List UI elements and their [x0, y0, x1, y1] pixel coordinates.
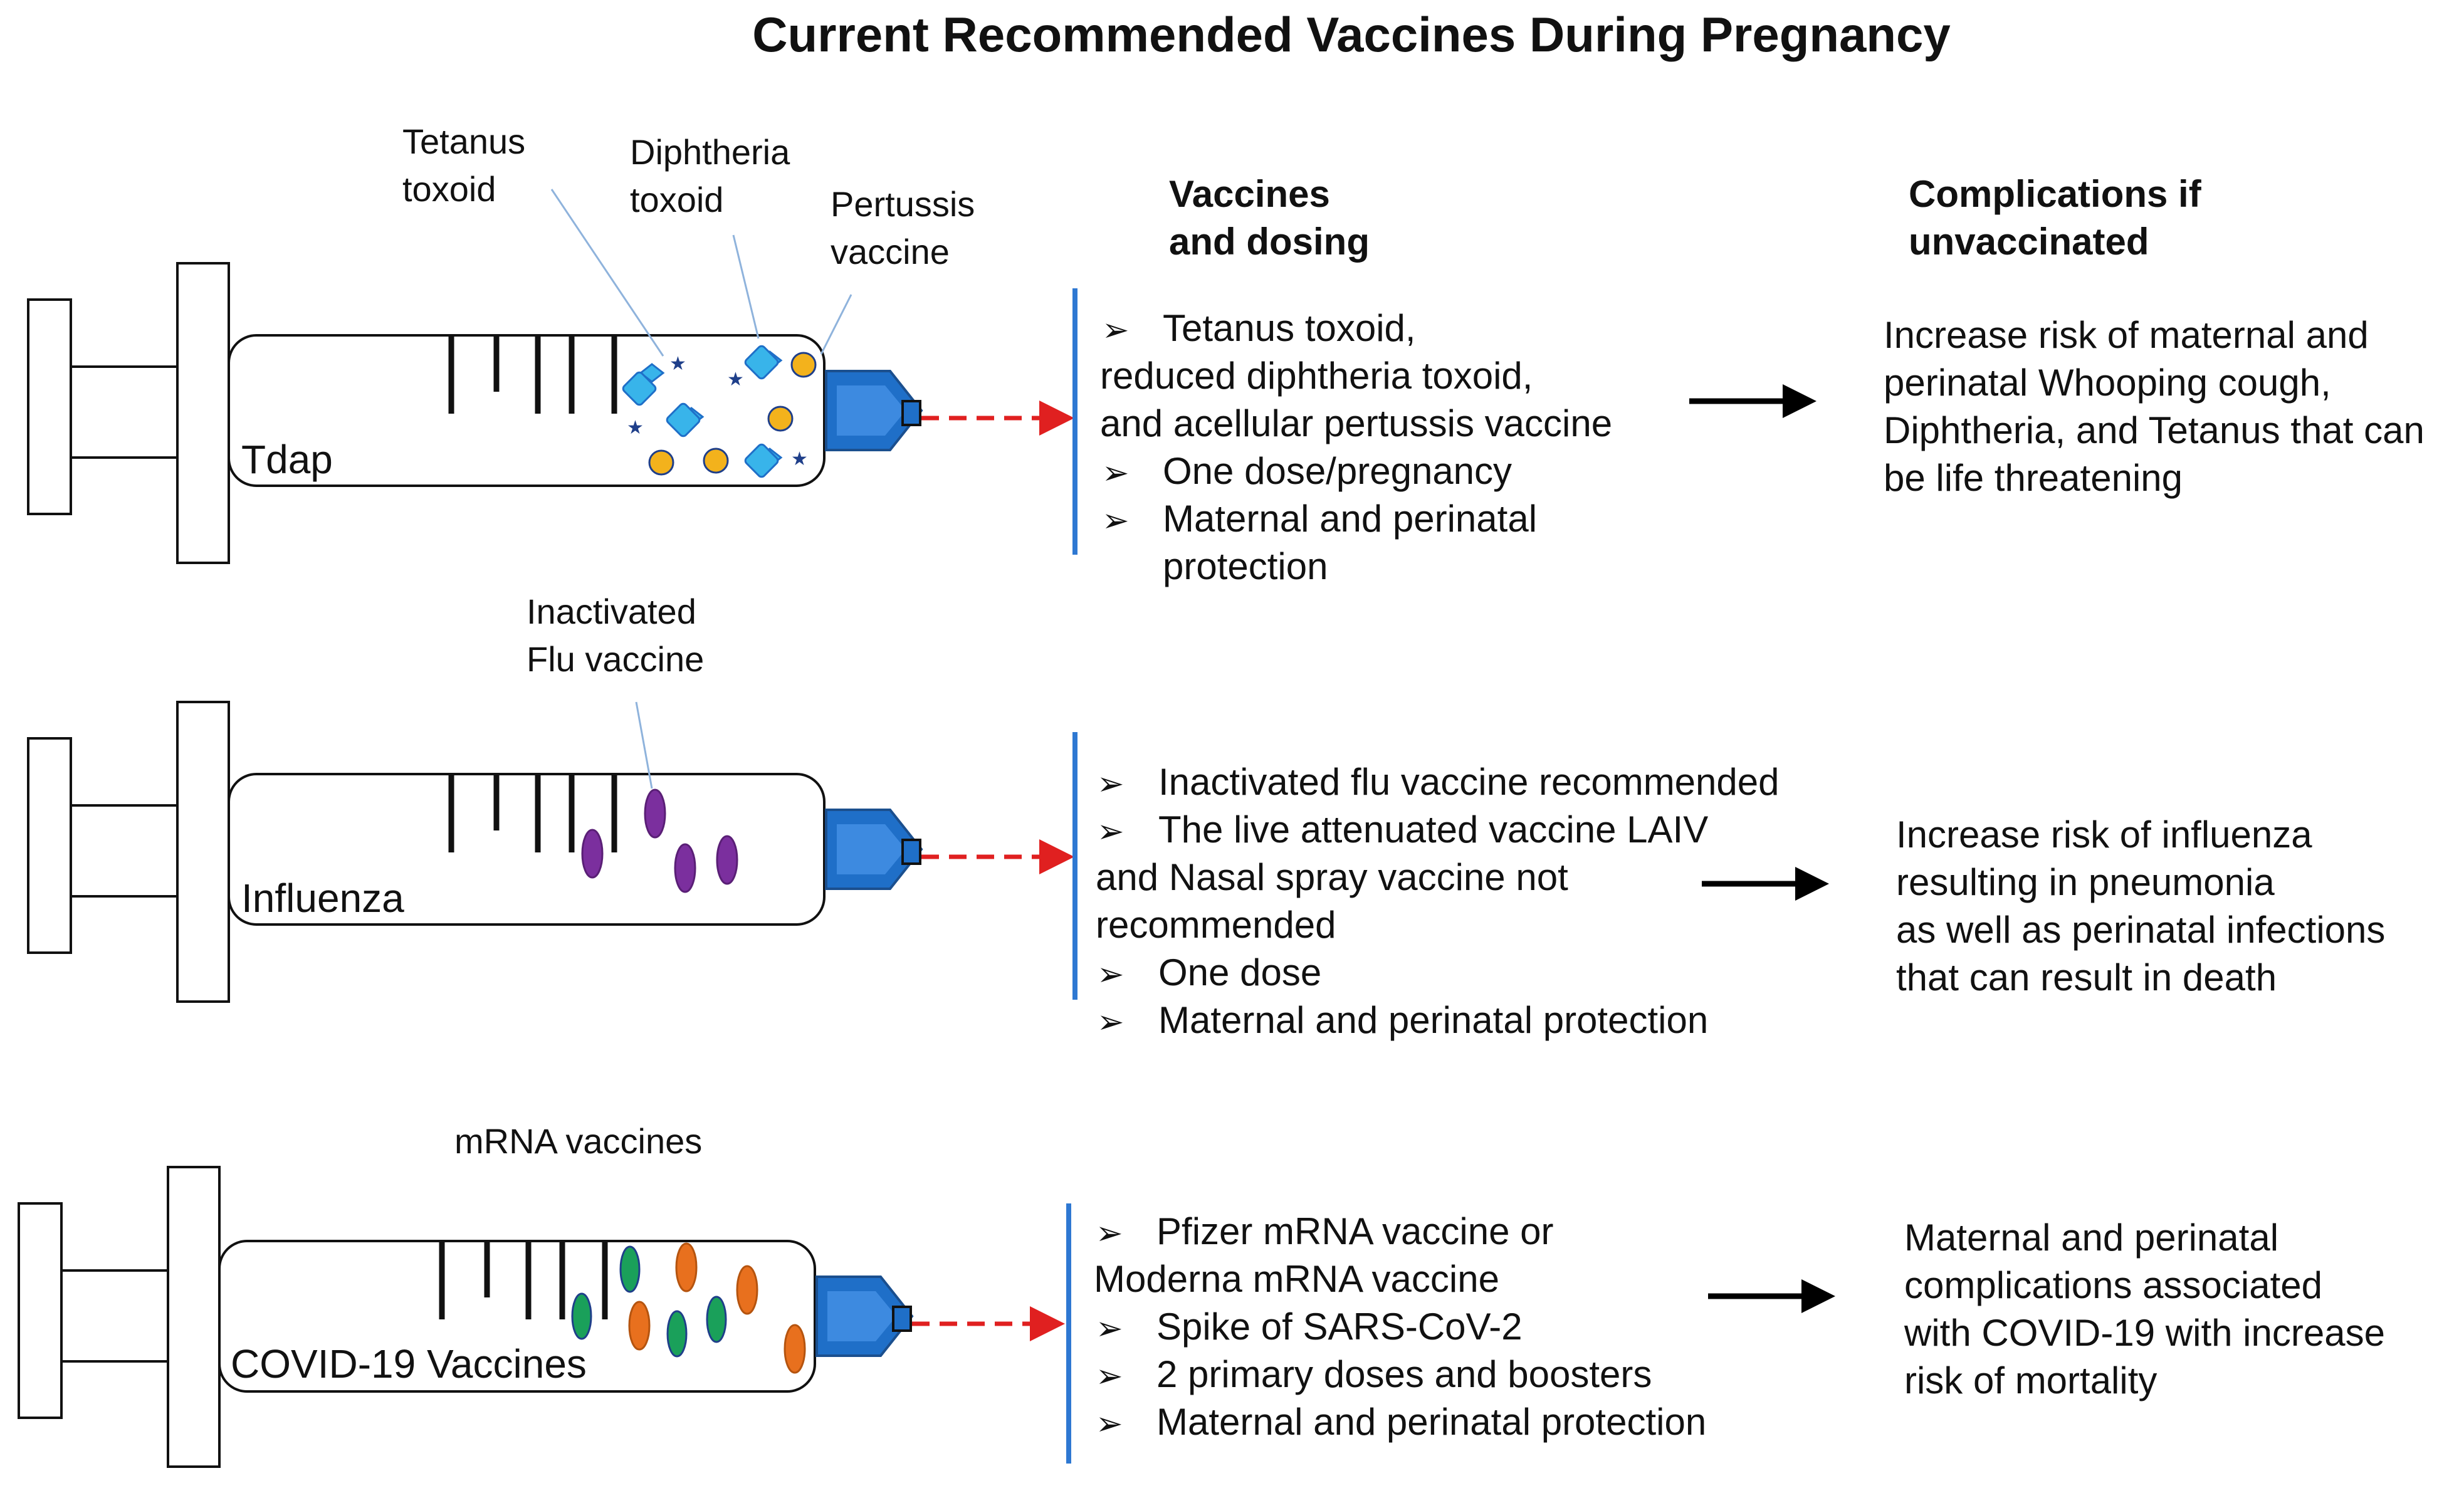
vaccines-header-line-2: and dosing [1169, 221, 1370, 263]
diphtheria-toxoid-icons [622, 345, 783, 478]
bullet: ➢ [1097, 766, 1125, 802]
inactivated-flu-label: Inactivated Flu vaccine [527, 592, 706, 679]
bullet: ➢ [1096, 1311, 1123, 1347]
pertussis-vaccine-label: Pertussis vaccine [831, 184, 985, 271]
tdap-dosing-line-6: protection [1163, 545, 1328, 587]
tdap-dosing-line-4: One dose/pregnancy [1163, 450, 1512, 492]
svg-text:complications associated: complications associated [1904, 1264, 2322, 1306]
svg-text:risk of mortality: risk of mortality [1904, 1359, 2157, 1401]
mrna-green-icons [571, 1245, 727, 1358]
bullet: ➢ [1096, 1358, 1123, 1395]
svg-text:★: ★ [669, 354, 686, 374]
tdap-syringe-label: Tdap [241, 437, 333, 482]
complications-header: Complications if unvaccinated [1909, 173, 2211, 263]
tdap-dosing-line-5: Maternal and perinatal [1163, 498, 1537, 540]
tdap-callout-lines [550, 189, 852, 357]
svg-text:Diphtheria, and Tetanus that c: Diphtheria, and Tetanus that can [1884, 409, 2425, 451]
bullet: ➢ [1102, 503, 1130, 539]
complications-header-line-1: Complications if [1909, 173, 2202, 215]
diphtheria-toxoid-label: Diphtheria toxoid [630, 132, 800, 219]
bullet: ➢ [1102, 455, 1130, 491]
covid-dosing-line-2: Moderna mRNA vaccine [1094, 1258, 1499, 1300]
mrna-orange-icons [628, 1242, 806, 1374]
svg-text:★: ★ [727, 369, 744, 390]
tdap-dosing-line-2: reduced diphtheria toxoid, [1100, 355, 1533, 397]
covid-complications: Maternal and perinatal complications ass… [1904, 1217, 2385, 1401]
flu-vaccine-icons [581, 788, 738, 893]
covid-syringe-icon [18, 1166, 1065, 1468]
tdap-dosing-line-1: Tetanus toxoid, [1163, 307, 1416, 349]
svg-text:Maternal and perinatal: Maternal and perinatal [1904, 1217, 2278, 1259]
influenza-complications: Increase risk of influenza resulting in … [1896, 814, 2385, 998]
tdap-row: Tdap ★ ★ ★ ★ [27, 122, 2425, 587]
flu-dosing-line-4: recommended [1096, 904, 1336, 946]
influenza-syringe-label: Influenza [241, 876, 404, 921]
svg-text:be life threatening: be life threatening [1884, 457, 2183, 499]
influenza-syringe-icon [27, 701, 1074, 1003]
svg-text:as well as perinatal infection: as well as perinatal infections [1896, 909, 2385, 951]
bullet: ➢ [1097, 956, 1125, 993]
tetanus-toxoid-icons: ★ ★ ★ ★ [627, 354, 808, 469]
vaccines-header: Vaccines and dosing [1169, 173, 1370, 263]
tdap-syringe-icon [27, 262, 1074, 564]
influenza-row: Influenza Inactivated Flu vaccine ➢ Inac… [27, 592, 2385, 1041]
svg-text:Increase risk of maternal and: Increase risk of maternal and [1884, 314, 2369, 356]
diagram-title: Current Recommended Vaccines During Preg… [752, 7, 1951, 62]
covid-dosing-line-4: 2 primary doses and boosters [1156, 1353, 1652, 1395]
svg-text:★: ★ [791, 449, 808, 469]
tdap-complications: Increase risk of maternal and perinatal … [1884, 314, 2425, 499]
pertussis-vaccine-icons [648, 352, 817, 476]
bullet: ➢ [1096, 1215, 1123, 1252]
svg-text:that can result in death: that can result in death [1896, 956, 2277, 998]
flu-dosing-line-2: The live attenuated vaccine LAIV [1158, 809, 1708, 851]
svg-text:perinatal Whooping cough,: perinatal Whooping cough, [1884, 362, 2331, 404]
flu-callout-line [635, 701, 653, 789]
covid-row: COVID-19 Vaccines mRNA vaccines ➢ Pfizer… [18, 1121, 2385, 1468]
bullet: ➢ [1102, 312, 1130, 348]
svg-text:★: ★ [627, 417, 644, 438]
flu-dosing-line-5: One dose [1158, 951, 1321, 993]
svg-text:resulting in pneumonia: resulting in pneumonia [1896, 861, 2275, 903]
influenza-dosing-list: ➢ Inactivated flu vaccine recommended ➢ … [1096, 761, 1780, 1041]
covid-dosing-list: ➢ Pfizer mRNA vaccine or Moderna mRNA va… [1094, 1210, 1706, 1443]
vaccines-header-line-1: Vaccines [1169, 173, 1330, 215]
covid-dosing-line-3: Spike of SARS-CoV-2 [1156, 1306, 1523, 1348]
covid-dosing-line-1: Pfizer mRNA vaccine or [1156, 1210, 1554, 1252]
flu-dosing-line-3: and Nasal spray vaccine not [1096, 856, 1568, 898]
covid-dosing-line-5: Maternal and perinatal protection [1156, 1401, 1706, 1443]
tdap-dosing-line-3: and acellular pertussis vaccine [1100, 402, 1612, 444]
tetanus-toxoid-label: Tetanus toxoid [402, 122, 535, 209]
tdap-dosing-list: ➢ Tetanus toxoid, reduced diphtheria tox… [1100, 307, 1612, 587]
bullet: ➢ [1096, 1406, 1123, 1442]
svg-text:Increase risk of influenza: Increase risk of influenza [1896, 814, 2312, 856]
mrna-vaccines-label: mRNA vaccines [454, 1121, 702, 1161]
covid-syringe-label: COVID-19 Vaccines [231, 1341, 587, 1386]
flu-dosing-line-6: Maternal and perinatal protection [1158, 999, 1708, 1041]
bullet: ➢ [1097, 1004, 1125, 1040]
bullet: ➢ [1097, 814, 1125, 850]
complications-header-line-2: unvaccinated [1909, 221, 2149, 263]
svg-text:with COVID-19 with increase: with COVID-19 with increase [1904, 1312, 2385, 1354]
flu-dosing-line-1: Inactivated flu vaccine recommended [1158, 761, 1780, 803]
